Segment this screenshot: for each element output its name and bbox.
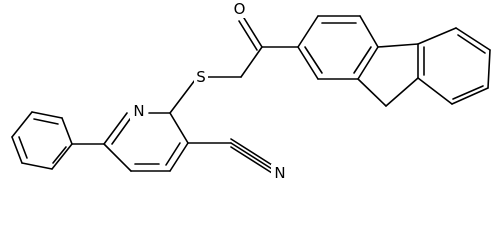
bond [357, 46, 379, 80]
sulfur-label: S [196, 68, 206, 86]
oxygen-label: O [234, 0, 246, 18]
bond [417, 77, 453, 105]
bond [353, 46, 372, 74]
bond [169, 112, 189, 144]
bond [487, 49, 491, 89]
phenyl-ring [11, 111, 73, 170]
bond [455, 27, 491, 51]
atom-nitrile-nitrogen: N [271, 164, 289, 182]
bond [451, 87, 489, 105]
bond [457, 34, 486, 54]
bond [103, 112, 128, 145]
label-background [271, 164, 289, 182]
bond [230, 138, 273, 166]
label-background [231, 0, 248, 18]
nitrile-triple-bond [230, 138, 273, 174]
bond [51, 143, 73, 170]
bond [297, 46, 319, 80]
atom-oxygen: O [231, 0, 248, 18]
bond [11, 111, 33, 138]
fluorene-left-ring [297, 15, 379, 80]
fluorene-five-ring [357, 43, 419, 107]
bond [103, 143, 132, 172]
bond [111, 118, 131, 145]
bond [169, 142, 189, 172]
atom-pyridine-nitrogen: N [130, 102, 148, 120]
bond [61, 117, 73, 145]
bond [52, 146, 67, 164]
chemical-structure-diagram: O S N N [11, 0, 491, 182]
bond [230, 146, 273, 174]
bond [243, 17, 263, 48]
pyridine-nitrogen-label: N [133, 102, 144, 120]
bond-ch2-carbonyl [240, 46, 263, 78]
bond-pyridine-sulfur [169, 79, 196, 114]
label-background [130, 102, 148, 120]
bond [417, 27, 457, 45]
bond [18, 136, 28, 159]
atom-sulfur: S [194, 68, 208, 86]
bond [238, 20, 258, 51]
fluorene-right-ring [417, 27, 491, 105]
bond [11, 136, 23, 164]
bond [31, 111, 63, 119]
pyridine-ring [103, 112, 189, 172]
bond [297, 15, 319, 48]
bond [385, 77, 419, 107]
label-background [194, 68, 208, 86]
bond [359, 15, 379, 48]
bond [230, 142, 273, 170]
bond [357, 78, 387, 107]
bond [21, 162, 53, 170]
bond [452, 85, 484, 100]
nitrile-nitrogen-label: N [274, 164, 285, 182]
bond [304, 46, 323, 74]
bond [33, 118, 59, 125]
bond [377, 43, 419, 48]
structure-canvas: O S N N [11, 0, 491, 182]
carbonyl-double-bond [238, 17, 263, 51]
bond [165, 142, 181, 166]
